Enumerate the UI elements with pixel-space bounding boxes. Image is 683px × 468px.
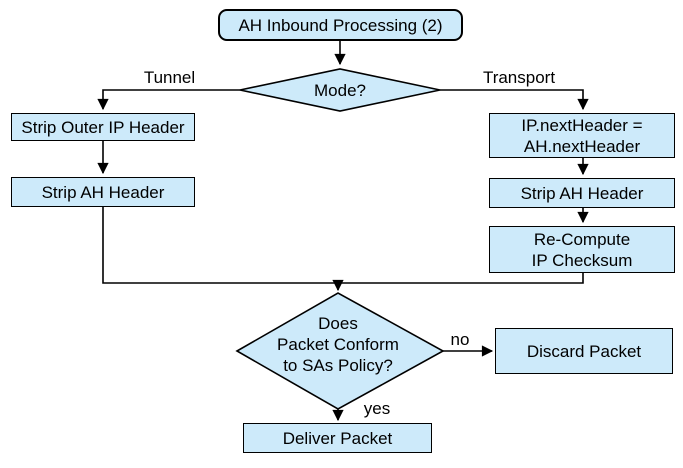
node-discard-packet: Discard Packet	[495, 328, 673, 374]
edge-tunnel-to-merge	[102, 207, 338, 284]
node-ip-next-header: IP.nextHeader = AH.nextHeader	[489, 113, 675, 158]
edge-transport-to-merge	[338, 273, 584, 284]
edge-mode-to-set-next-header	[440, 89, 589, 111]
node-discard-packet-label: Discard Packet	[526, 341, 642, 361]
node-strip-outer-ip-header-label: Strip Outer IP Header	[21, 117, 185, 137]
node-ip-next-header-line1: IP.nextHeader =	[521, 115, 643, 135]
node-ip-next-header-line2: AH.nextHeader	[523, 136, 641, 156]
node-recompute-ip-checksum-line1: Re-Compute	[533, 229, 631, 249]
node-strip-ah-header-tunnel: Strip AH Header	[11, 177, 195, 207]
node-deliver-packet: Deliver Packet	[243, 423, 432, 453]
node-start: AH Inbound Processing (2)	[218, 9, 463, 41]
node-recompute-ip-checksum-line2: IP Checksum	[531, 250, 633, 270]
node-policy-decision-shape	[235, 292, 445, 410]
node-start-label: AH Inbound Processing (2)	[238, 15, 443, 35]
node-strip-ah-header-tunnel-label: Strip AH Header	[41, 182, 165, 202]
edge-label-transport: Transport	[482, 68, 556, 87]
node-mode-decision-shape	[239, 68, 441, 112]
edge-label-yes: yes	[363, 399, 391, 418]
edge-label-no: no	[450, 330, 470, 349]
node-strip-outer-ip-header: Strip Outer IP Header	[11, 113, 195, 141]
edge-label-tunnel: Tunnel	[143, 68, 196, 87]
node-deliver-packet-label: Deliver Packet	[282, 428, 393, 448]
edge-mode-to-strip-outer-ip	[97, 89, 240, 111]
node-strip-ah-header-transport: Strip AH Header	[489, 178, 675, 208]
node-recompute-ip-checksum: Re-Compute IP Checksum	[489, 226, 675, 273]
node-strip-ah-header-transport-label: Strip AH Header	[520, 183, 644, 203]
